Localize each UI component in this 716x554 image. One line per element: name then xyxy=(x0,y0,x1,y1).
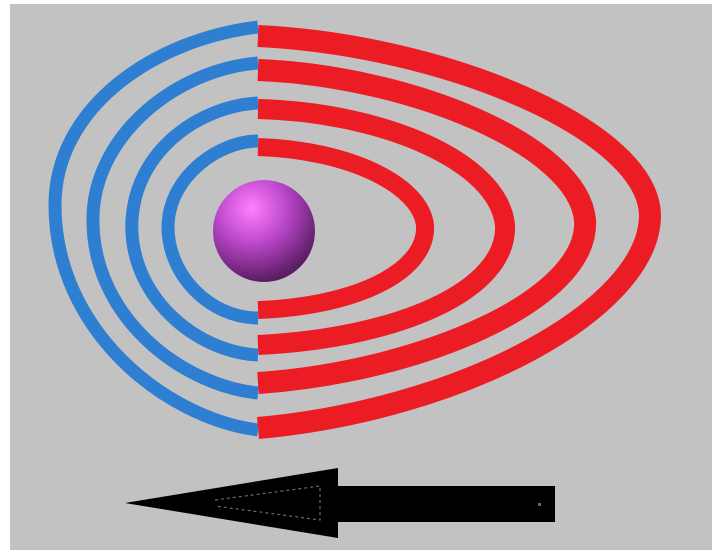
diagram-background xyxy=(10,4,712,550)
wavefront-front-1 xyxy=(257,138,435,319)
sound-source-sphere xyxy=(213,180,315,282)
wavefront-front-2 xyxy=(257,99,515,355)
left-arrow-icon xyxy=(125,468,555,538)
wavefront-back-2 xyxy=(125,96,259,362)
wavefront-back-3 xyxy=(86,56,259,400)
wavefront-back-4 xyxy=(48,20,259,437)
receding-wavefronts xyxy=(48,20,259,437)
approaching-wavefronts xyxy=(257,25,662,439)
wavefront-front-4 xyxy=(257,25,662,439)
wavefront-back-1 xyxy=(161,134,259,325)
wavefront-front-3 xyxy=(257,59,597,394)
